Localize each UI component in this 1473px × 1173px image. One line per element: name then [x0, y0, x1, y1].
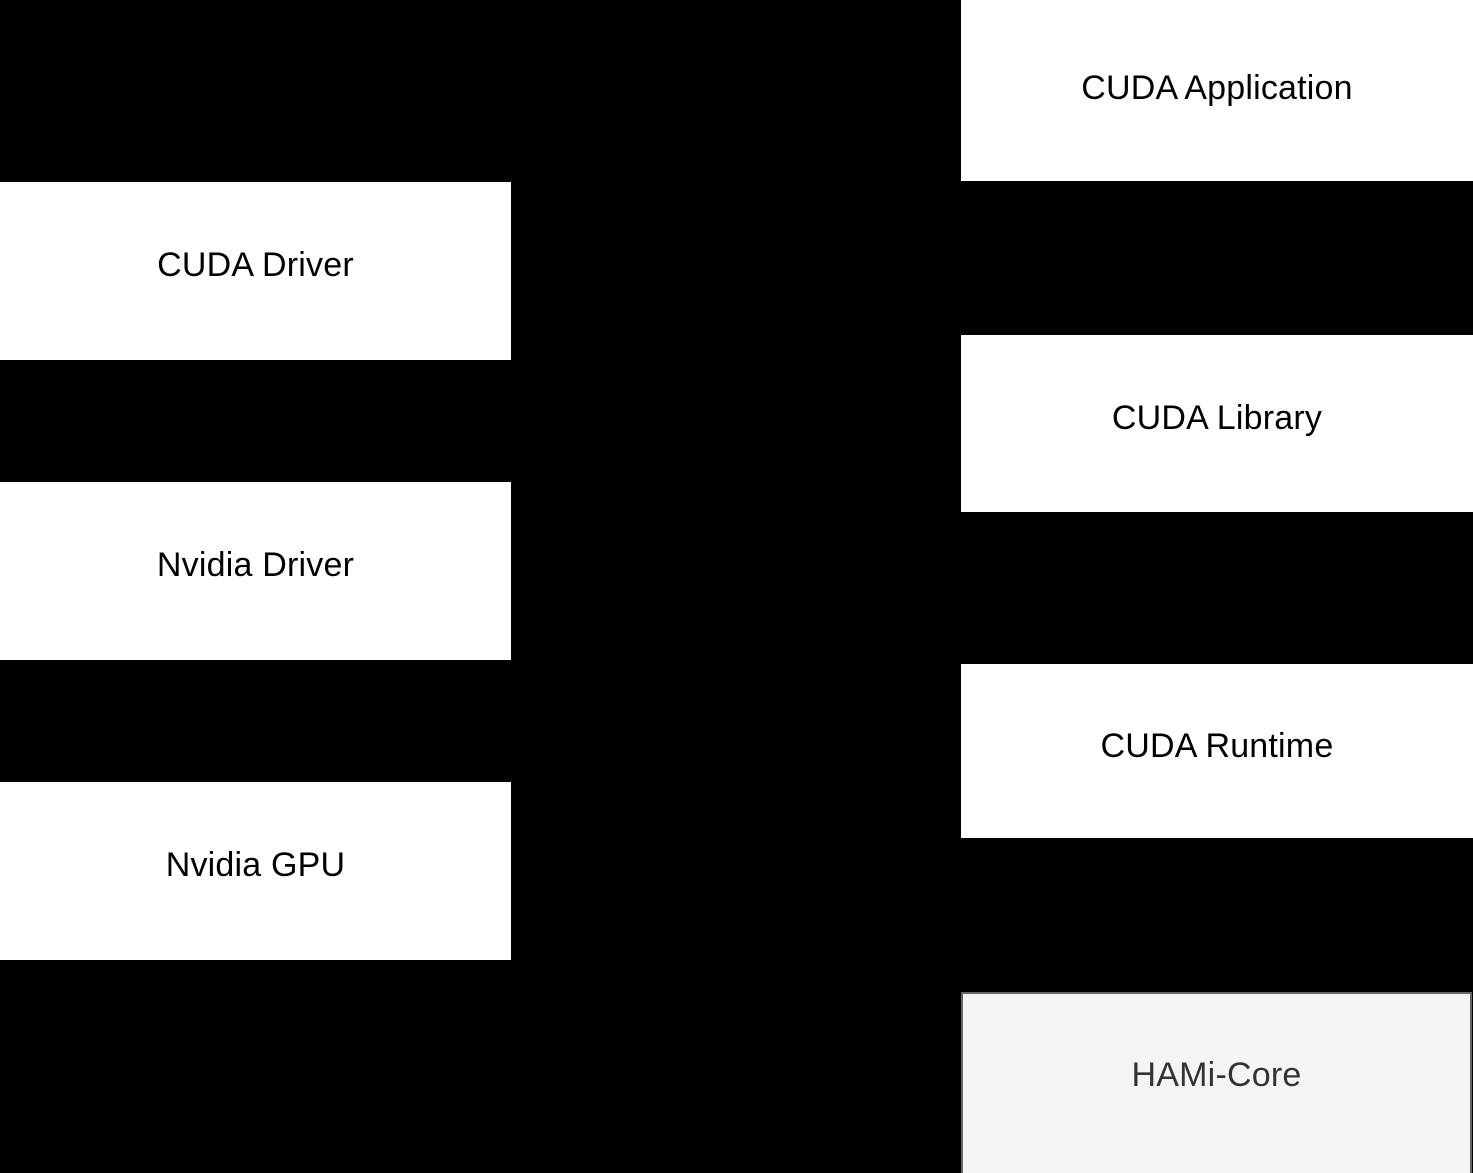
node-cuda-driver[interactable]: CUDA Driver: [0, 182, 511, 360]
node-nvidia-gpu-label: Nvidia GPU: [165, 846, 346, 884]
node-hami-core[interactable]: HAMi-Core: [961, 992, 1472, 1173]
node-cuda-runtime-label: CUDA Runtime: [1100, 727, 1334, 765]
node-nvidia-gpu[interactable]: Nvidia GPU: [0, 782, 511, 960]
node-cuda-library[interactable]: CUDA Library: [961, 335, 1473, 512]
node-cuda-driver-label: CUDA Driver: [157, 246, 354, 284]
node-hami-core-label: HAMi-Core: [1131, 1056, 1302, 1094]
node-cuda-application-label: CUDA Application: [1081, 69, 1353, 107]
node-nvidia-driver[interactable]: Nvidia Driver: [0, 482, 511, 660]
node-cuda-library-label: CUDA Library: [1111, 399, 1323, 437]
node-cuda-runtime[interactable]: CUDA Runtime: [961, 664, 1473, 838]
node-cuda-application[interactable]: CUDA Application: [961, 0, 1473, 181]
node-nvidia-driver-label: Nvidia Driver: [156, 546, 355, 584]
